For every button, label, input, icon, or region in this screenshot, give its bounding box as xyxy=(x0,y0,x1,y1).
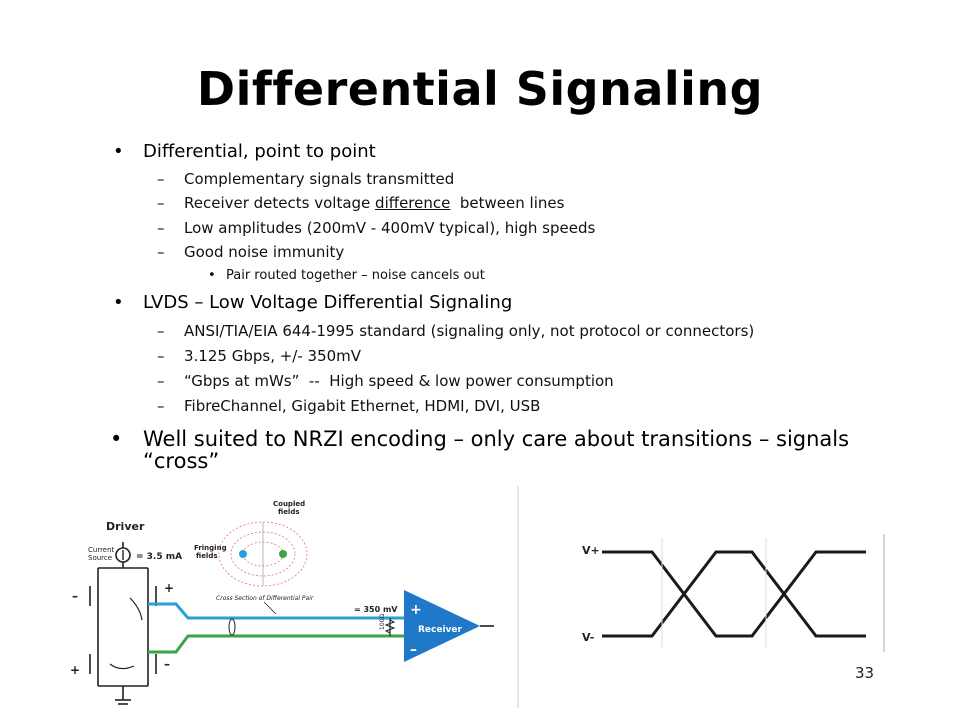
bullet-3-text: “cross” xyxy=(143,449,220,473)
sub-bullet-text: FibreChannel, Gigabit Ethernet, HDMI, DV… xyxy=(184,397,541,415)
sub-sub-bullet-text: Pair routed together – noise cancels out xyxy=(226,268,485,283)
page-number: 33 xyxy=(855,664,875,682)
minus-label: – xyxy=(410,642,417,658)
dash-marker: – xyxy=(157,322,165,340)
plus-label: + xyxy=(164,581,174,595)
sub-bullet-text: Good noise immunity xyxy=(184,243,345,261)
current-value: = 3.5 mA xyxy=(136,552,182,562)
sub-bullet: – “Gbps at mWs” -- High speed & low powe… xyxy=(157,372,614,390)
signal-negative xyxy=(602,550,866,638)
fringing-fields-label: Fringing xyxy=(194,544,227,552)
receiver-amplifier xyxy=(404,590,480,662)
sub-bullet-text: Complementary signals transmitted xyxy=(184,170,455,188)
dash-marker: – xyxy=(157,372,165,390)
v-plus-label: V+ xyxy=(582,544,600,557)
sub-bullet: – Receiver detects voltage difference be… xyxy=(157,194,565,212)
sub-bullet-text: Receiver detects voltage xyxy=(184,194,376,212)
lvds-circuit-diagram: Driver Current Source = 3.5 mA – + + – C… xyxy=(48,486,520,708)
underlined-word: difference xyxy=(375,194,451,212)
fringing-fields-label: fields xyxy=(196,552,218,560)
bullet-3-text: Well suited to NRZI encoding – only care… xyxy=(143,427,850,451)
bullet-1: • Differential, point to point xyxy=(113,141,376,162)
dash-marker: – xyxy=(157,170,165,188)
bullet-3-continued: “cross” xyxy=(143,450,219,472)
driver-label: Driver xyxy=(106,520,145,533)
v-minus-label: V- xyxy=(582,631,594,644)
signal-positive xyxy=(602,550,866,638)
sub-bullet-text: between lines xyxy=(450,194,565,212)
bullet-3: • Well suited to NRZI encoding – only ca… xyxy=(110,427,850,451)
dash-marker: – xyxy=(157,243,165,261)
negative-signal-line xyxy=(148,634,408,654)
dash-marker: – xyxy=(157,219,165,237)
bullet-2: • LVDS – Low Voltage Differential Signal… xyxy=(113,292,513,313)
dash-marker: – xyxy=(157,347,165,365)
bullet-marker: • xyxy=(110,427,123,451)
sub-bullet-text: Low amplitudes (200mV - 400mV typical), … xyxy=(184,219,596,237)
sub-bullet: – 3.125 Gbps, +/- 350mV xyxy=(157,347,362,365)
bullet-marker: • xyxy=(208,268,216,283)
minus-label: – xyxy=(72,589,78,603)
current-source-label: Current xyxy=(88,546,115,554)
sub-bullet: – ANSI/TIA/EIA 644-1995 standard (signal… xyxy=(157,322,755,340)
dash-marker: – xyxy=(157,194,165,212)
sub-bullet: – Complementary signals transmitted xyxy=(157,170,455,188)
coupled-fields-label: Coupled xyxy=(273,500,305,508)
plus-label: + xyxy=(410,602,422,618)
bullet-2-text: LVDS – Low Voltage Differential Signalin… xyxy=(143,292,513,313)
minus-label: – xyxy=(164,657,170,671)
current-source-label: Source xyxy=(88,554,112,562)
resistor-label: 100Ω xyxy=(379,614,386,630)
sub-bullet: – Good noise immunity xyxy=(157,243,345,261)
sub-bullet-text: ANSI/TIA/EIA 644-1995 standard (signalin… xyxy=(184,322,755,340)
receiver-label: Receiver xyxy=(418,625,463,635)
crossing-waveforms: V+ V- xyxy=(566,520,896,660)
slide-title: Differential Signaling xyxy=(196,62,764,116)
sub-sub-bullet: • Pair routed together – noise cancels o… xyxy=(208,268,485,283)
positive-signal-line xyxy=(148,602,408,620)
cross-section-label: Cross Section of Differential Pair xyxy=(216,595,314,602)
bullet-1-text: Differential, point to point xyxy=(143,141,376,162)
bullet-marker: • xyxy=(113,141,124,162)
dash-marker: – xyxy=(157,397,165,415)
sub-bullet: – Low amplitudes (200mV - 400mV typical)… xyxy=(157,219,596,237)
sub-bullet-text: “Gbps at mWs” -- High speed & low power … xyxy=(184,372,614,390)
sub-bullet: – FibreChannel, Gigabit Ethernet, HDMI, … xyxy=(157,397,541,415)
sub-bullet-text: 3.125 Gbps, +/- 350mV xyxy=(184,347,362,365)
bullet-marker: • xyxy=(113,292,124,313)
voltage-label: = 350 mV xyxy=(354,605,398,614)
bullet-list: • Differential, point to point – Complem… xyxy=(110,141,850,472)
plus-label: + xyxy=(70,663,80,677)
field-lines-icon xyxy=(218,521,308,587)
coupled-fields-label: fields xyxy=(278,508,300,516)
